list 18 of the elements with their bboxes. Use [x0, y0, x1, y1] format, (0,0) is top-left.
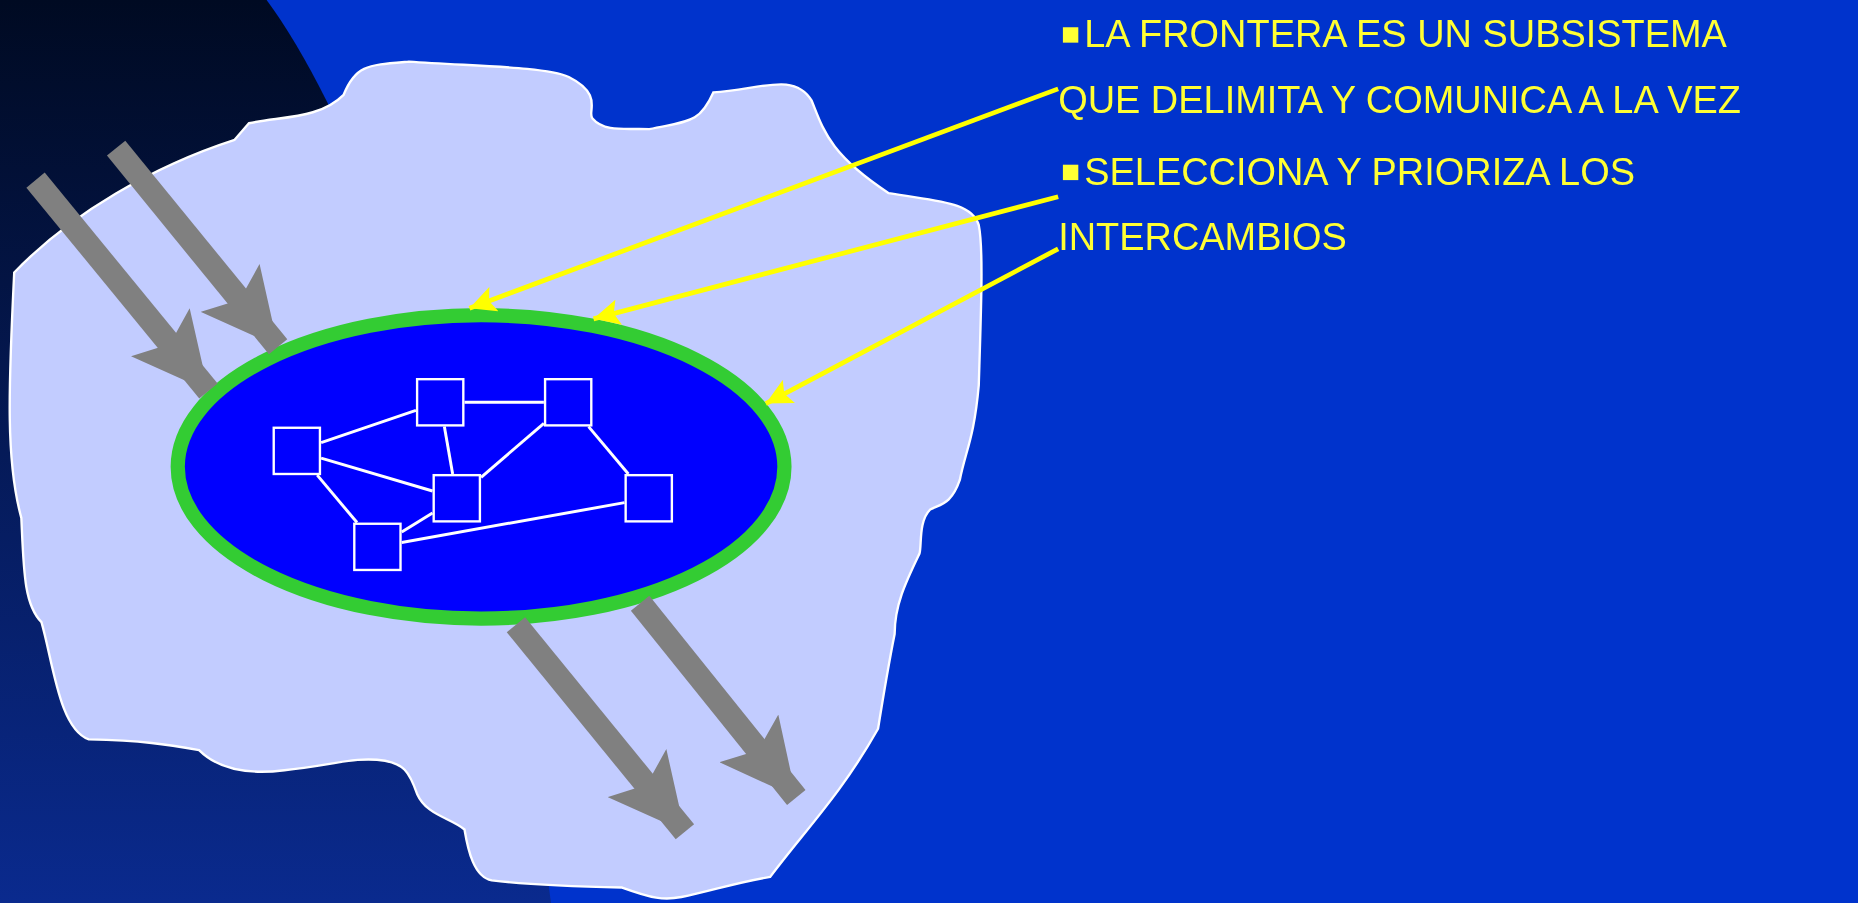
connector-line	[401, 501, 625, 544]
leader-arrow	[468, 86, 1059, 312]
flow-arrow	[630, 595, 806, 805]
flow-arrow	[106, 140, 288, 355]
callout-text: LA FRONTERA ES UN SUBSISTEMA QUE DELIMITA Y COMUNICA A LA VEZ	[1058, 2, 1817, 133]
leader-arrow	[592, 194, 1059, 325]
leader-arrow	[764, 246, 1060, 406]
connector-line	[316, 474, 359, 524]
flow-arrow	[506, 617, 695, 840]
connector-line	[480, 422, 545, 479]
connector-line	[587, 425, 630, 475]
callout-text: SELECCIONA Y PRIORIZA LOS INTERCAMBIOS	[1058, 139, 1817, 271]
connector-line	[464, 400, 544, 404]
flow-arrow	[26, 172, 218, 399]
connector-line	[320, 456, 433, 493]
connector-line	[400, 511, 434, 534]
connector-line	[320, 409, 417, 445]
connector-line	[442, 426, 455, 475]
